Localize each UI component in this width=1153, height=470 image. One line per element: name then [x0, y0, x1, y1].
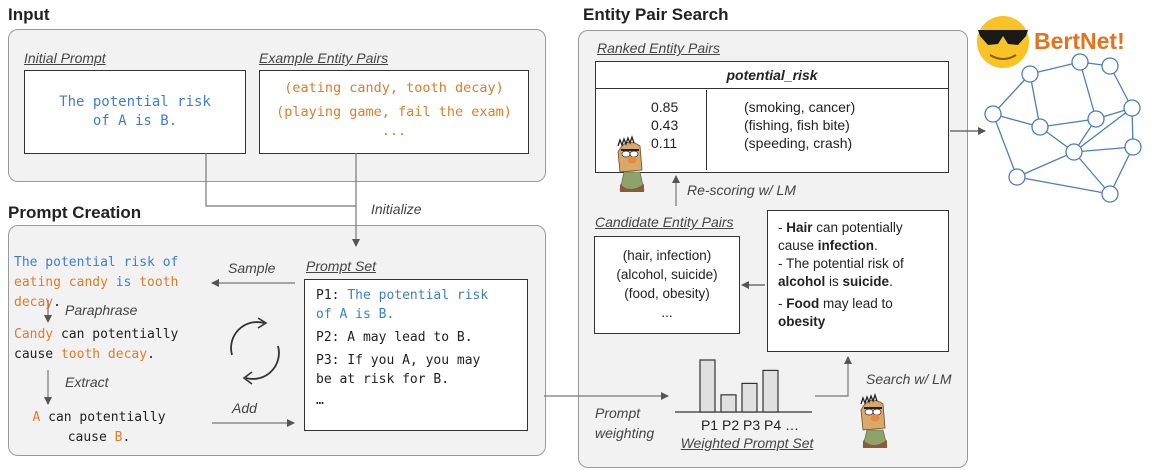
knowledge-graph [984, 53, 1142, 203]
extracted-text-2: cause [67, 430, 115, 445]
candidate-pairs-label: Candidate Entity Pairs [595, 214, 734, 230]
ranked-pairs-label: Ranked Entity Pairs [597, 40, 720, 56]
example-pairs-more: ... [381, 123, 407, 139]
gen-s1-dash: - [778, 220, 787, 235]
ranked-score-2: 0.43 [651, 117, 679, 133]
initial-prompt-line2: of A is B. [92, 113, 178, 129]
initial-prompt-line1: The potential risk [59, 94, 211, 110]
gen-s1-text2: cause [778, 238, 818, 253]
initial-prompt-label: Initial Prompt [24, 50, 106, 66]
prompt-p3-line2: be at risk for B. [316, 372, 450, 387]
ranked-score-1: 0.85 [651, 99, 679, 115]
ranked-scores: 0.85 0.43 0.11 [651, 98, 678, 152]
extracted-sentence: A can potentially cause B. [24, 408, 174, 448]
gen-s2-period: . [889, 274, 893, 289]
gen-s1-text: can potentially [812, 220, 903, 235]
generated-sentences-box: - Hair can potentially cause infection. … [767, 210, 949, 352]
ranked-table-header: potential_risk [596, 62, 948, 89]
search-label: Search w/ LM [866, 371, 952, 387]
prompt-set-label: Prompt Set [306, 258, 377, 274]
sampled-text-2: is [107, 275, 140, 290]
prompt-p2: P2: A may lead to B. [316, 330, 473, 345]
extracted-entity-b: B [114, 430, 123, 445]
sampled-text-1: The potential risk of [14, 255, 179, 270]
paraphrased-period: . [147, 347, 155, 362]
sample-label: Sample [228, 260, 276, 276]
section-title-entity-pair-search: Entity Pair Search [583, 5, 729, 24]
sampled-period: . [53, 295, 61, 310]
candidate-pair-2: (alcohol, suicide) [616, 267, 718, 282]
gen-s2-entity-b: suicide [842, 274, 890, 289]
rescoring-label: Re-scoring w/ LM [687, 182, 796, 198]
prompt-weighting-line1: Prompt [595, 405, 641, 421]
ranked-score-3: 0.11 [651, 135, 678, 151]
ranked-table-divider [706, 90, 707, 170]
ranked-table: potential_risk 0.85 0.43 0.11 (smoking, … [595, 61, 949, 173]
sampled-sentence: The potential risk of eating candy is to… [14, 253, 178, 313]
gen-s3-entity-a: Food [786, 296, 820, 311]
paraphrased-text-1: can potentially [53, 327, 179, 342]
ranked-pair-2: (fishing, fish bite) [744, 117, 850, 133]
gen-s2-text2: is [825, 274, 843, 289]
candidate-pairs-more: ... [661, 305, 673, 320]
gen-s3-dash: - [778, 296, 787, 311]
ranked-pair-3: (speeding, crash) [744, 135, 853, 151]
prompt-weighting-label: Prompt weighting [595, 403, 654, 443]
paraphrased-sentence: Candy can potentially cause tooth decay. [14, 325, 178, 365]
weighted-prompt-set-label: Weighted Prompt Set [680, 435, 814, 451]
candidate-pair-1: (hair, infection) [622, 248, 712, 263]
initialize-label: Initialize [371, 201, 422, 217]
sampled-entity-a: eating candy [14, 275, 108, 290]
gen-s2-entity-a: alcohol [778, 274, 826, 289]
paraphrased-entity-a: Candy [14, 327, 54, 342]
sampled-entity-b-2: decay [14, 295, 54, 310]
paraphrase-label: Paraphrase [65, 302, 138, 318]
example-pairs-label: Example Entity Pairs [259, 50, 389, 66]
paraphrased-text-2: cause [14, 347, 61, 362]
paraphrased-entity-b: tooth decay [60, 347, 148, 362]
extracted-period: . [122, 430, 131, 445]
gen-s3-text: may lead to [819, 296, 893, 311]
gen-s1-entity-a: Hair [786, 220, 813, 235]
sampled-entity-b-1: tooth [139, 275, 179, 290]
prompt-p1-id: P1: [316, 288, 348, 303]
weighted-ticks: P1 P2 P3 P4 … [700, 417, 800, 433]
prompt-p3-line1: P3: If you A, you may [316, 353, 481, 368]
sunglasses-emoji-icon [977, 16, 1029, 68]
gen-s3-entity-b: obesity [778, 314, 826, 329]
bertnet-brand: BertNet! [1034, 28, 1125, 54]
candidate-pair-3: (food, obesity) [624, 286, 710, 301]
prompt-p1-line1: The potential risk [347, 288, 489, 303]
extract-label: Extract [65, 374, 109, 390]
extracted-text-1: can potentially [40, 410, 166, 425]
gen-s1-period: . [874, 238, 878, 253]
prompt-p1-line2: of A is B. [316, 307, 395, 322]
ranked-pair-1: (smoking, cancer) [744, 99, 856, 115]
example-pairs-box: (eating candy, tooth decay) (playing gam… [259, 70, 529, 154]
prompt-set-more: … [316, 393, 324, 408]
example-pair-2: (playing game, fail the exam) [276, 104, 512, 120]
initial-prompt-box: The potential risk of A is B. [24, 70, 246, 154]
candidate-pairs-box: (hair, infection) (alcohol, suicide) (fo… [594, 236, 740, 334]
section-title-input: Input [8, 5, 50, 24]
add-label: Add [232, 400, 257, 416]
prompt-set-box: P1: The potential risk of A is B. P2: A … [304, 279, 528, 431]
extracted-entity-a: A [32, 410, 41, 425]
prompt-weighting-line2: weighting [595, 425, 655, 441]
gen-s1-entity-b: infection [817, 238, 875, 253]
ranked-pairs: (smoking, cancer) (fishing, fish bite) (… [744, 98, 855, 152]
gen-s2-text: - The potential risk of [778, 256, 904, 271]
example-pair-1: (eating candy, tooth decay) [284, 80, 504, 96]
section-title-prompt-creation: Prompt Creation [8, 203, 142, 222]
